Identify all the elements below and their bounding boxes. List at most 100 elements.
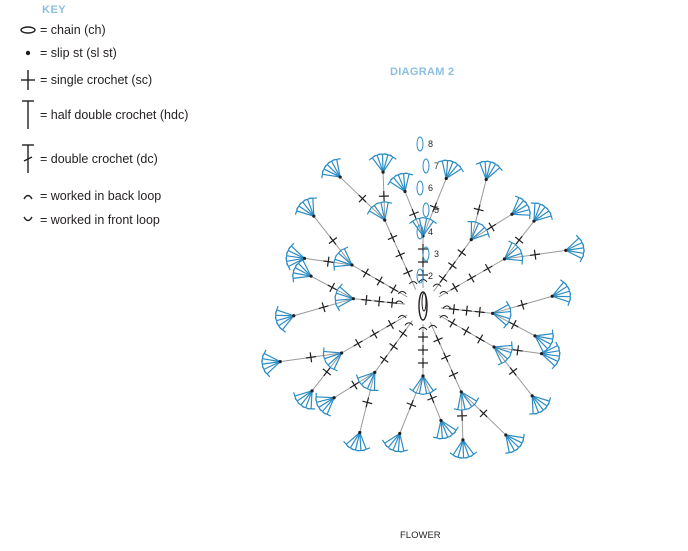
sc-stitch-cross [448, 371, 459, 378]
dc-stitch [337, 298, 354, 308]
slip-stitch-dot [439, 418, 443, 423]
slip-stitch-dot [383, 218, 387, 222]
dc-stitch-top [567, 298, 572, 307]
dc-stitch [445, 168, 462, 180]
dc-stitch [294, 390, 313, 397]
single-crochet-icon [18, 65, 38, 95]
dc-stitch [389, 181, 406, 192]
dc-stitch-top [481, 224, 488, 231]
dc-stitch [551, 281, 565, 297]
dc-stitch [397, 433, 401, 452]
dc-stitch [286, 257, 305, 262]
dc-stitch [316, 396, 335, 399]
sc-stitch-cross [484, 263, 491, 274]
dc-stitch [462, 439, 475, 455]
dc-stitch [505, 434, 510, 453]
sc-stitch-cross [329, 282, 336, 293]
dc-stitch [565, 249, 584, 254]
dc-stitch-top [322, 354, 327, 363]
dc-stitch-top [288, 242, 295, 250]
dc-stitch [534, 335, 549, 350]
dc-stitch [384, 202, 389, 221]
dc-stitch [422, 375, 428, 394]
dc-stitch [322, 173, 341, 178]
dc-stitch [534, 335, 552, 345]
dc-stitch [288, 257, 305, 268]
dc-stitch [357, 371, 375, 379]
sc-stitch-cross [371, 329, 378, 339]
dc-stitch-top [504, 355, 511, 363]
sc-stitch-cross [362, 400, 373, 405]
slip-stitch-dot [338, 175, 342, 179]
dc-stitch [326, 397, 335, 415]
dc-stitch-top [422, 216, 431, 220]
sc-stitch-cross [433, 337, 443, 343]
dc-stitch [505, 434, 520, 448]
dc-stitch [541, 353, 559, 362]
sc-stitch-cross [514, 236, 524, 244]
dc-stitch [485, 161, 492, 180]
dc-stitch-top [509, 348, 513, 357]
dc-stitch-top [415, 216, 424, 220]
key-row-double-crochet: = double crochet (dc) [18, 144, 158, 174]
center-chain-ring-inner [421, 292, 427, 312]
dc-stitch [445, 160, 449, 179]
back-loop-mark [397, 315, 407, 319]
sc-stitch-cross [398, 330, 408, 337]
dc-stitch-top [458, 165, 465, 173]
double-crochet-icon [18, 144, 38, 174]
dc-stitch [287, 250, 305, 259]
dc-stitch [359, 432, 362, 451]
sc-stitch-cross [395, 252, 406, 258]
slip-stitch-dot [381, 170, 385, 174]
key-row-back-loop: = worked in back loop [18, 181, 161, 211]
back-loop-mark [432, 283, 442, 287]
sc-stitch-cross [477, 334, 484, 344]
dc-stitch-top [389, 154, 397, 160]
dc-stitch [462, 439, 470, 458]
dc-stitch [392, 433, 401, 451]
sc-stitch-cross [473, 207, 484, 212]
dc-stitch [324, 352, 342, 360]
dc-stitch-top [461, 408, 470, 411]
dc-stitch [376, 154, 384, 173]
dc-stitch [422, 220, 434, 237]
slip-stitch-dot [459, 390, 463, 394]
dc-stitch-top [432, 436, 441, 440]
dc-stitch-top [340, 246, 349, 251]
dc-stitch [422, 218, 428, 237]
dc-stitch-top [551, 362, 558, 370]
dc-stitch-top [376, 201, 385, 204]
dc-stitch [323, 168, 341, 178]
slip-stitch-dot [484, 177, 488, 182]
dc-stitch [335, 298, 354, 302]
dc-stitch [381, 154, 384, 173]
dc-stitch [533, 215, 552, 222]
sc-stitch-cross [479, 409, 488, 418]
sc-stitch-cross [365, 295, 368, 306]
dc-stitch [297, 262, 312, 277]
dc-stitch [266, 361, 281, 375]
dc-stitch [327, 352, 342, 366]
key-row-chain: = chain (ch) [18, 15, 106, 45]
dc-stitch-top [453, 408, 462, 411]
dc-stitch [505, 434, 524, 439]
dc-stitch [296, 210, 314, 217]
slip-stitch-dot [539, 352, 544, 356]
key-label-back-loop: = worked in back loop [40, 189, 162, 203]
slip-stitch-dot [510, 212, 514, 216]
dc-stitch [334, 264, 353, 268]
dc-stitch [445, 161, 454, 179]
dc-stitch [412, 375, 424, 392]
dc-stitch [534, 333, 553, 337]
back-loop-mark [428, 324, 438, 329]
dc-stitch-top [508, 240, 516, 245]
dc-stitch [440, 420, 457, 431]
sc-stitch-cross [468, 273, 475, 283]
dc-stitch [263, 352, 281, 363]
dc-stitch [281, 315, 295, 331]
dc-stitch-top [514, 243, 521, 251]
dc-stitch [533, 206, 546, 222]
dc-stitch-top [519, 249, 524, 258]
